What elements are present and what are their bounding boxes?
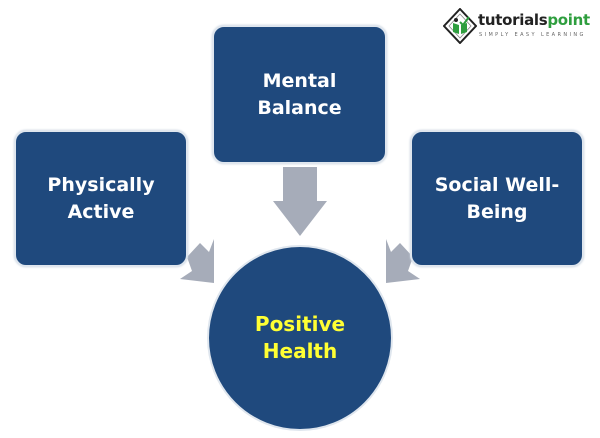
node-label: Mental Balance (257, 69, 342, 119)
center-node-positive-health: Positive Health (207, 245, 393, 431)
arrow-mental-to-center (273, 167, 327, 236)
logo-icon (443, 8, 477, 44)
logo-tagline: SIMPLY EASY LEARNING (479, 32, 586, 38)
node-label: Social Well-Being (434, 173, 560, 223)
node-physically-active: Physically Active (14, 130, 188, 267)
node-label: Physically Active (47, 173, 155, 223)
logo-brand: tutorialspoint (478, 11, 590, 29)
logo-brand-part2: point (547, 11, 590, 29)
arrow-social-to-center (386, 239, 420, 283)
node-social-well-being: Social Well-Being (410, 130, 584, 267)
logo-brand-part1: tutorials (478, 11, 548, 29)
tutorialspoint-logo: tutorialspoint SIMPLY EASY LEARNING (443, 8, 593, 48)
center-label: Positive Health (254, 312, 346, 363)
arrow-physical-to-center (180, 239, 214, 283)
node-mental-balance: Mental Balance (212, 25, 387, 164)
